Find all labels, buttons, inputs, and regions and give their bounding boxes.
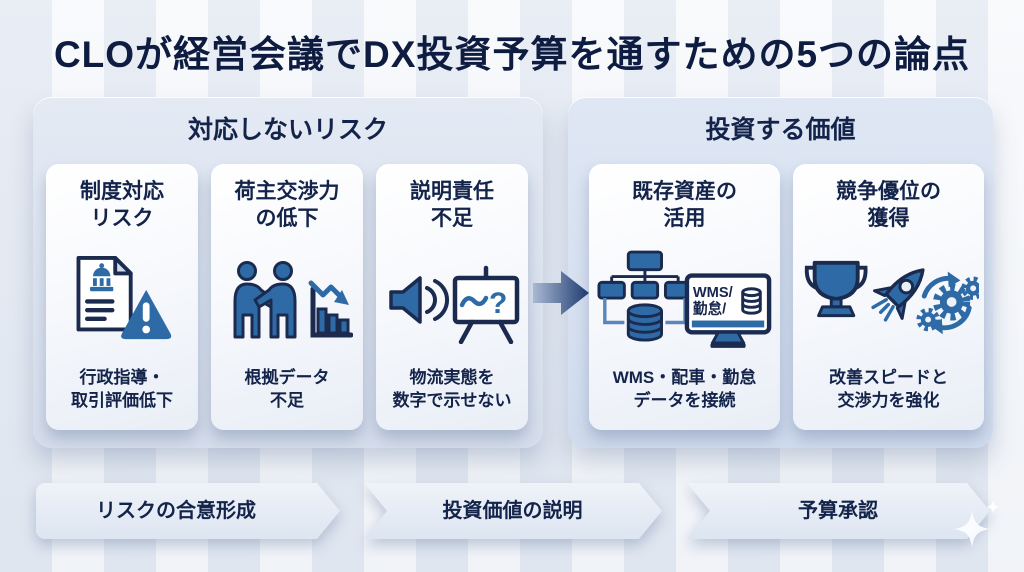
system-network-database-icon <box>596 250 692 342</box>
card-title: 競争優位の 獲得 <box>836 180 941 230</box>
trophy-icon <box>804 260 868 318</box>
declining-bar-chart-icon <box>308 280 353 338</box>
card-desc: 改善スピードと 交渉力を強化 <box>829 368 948 410</box>
flow-arrow-icon <box>531 267 591 324</box>
value-panel: 投資する価値 既存資産の 活用 <box>568 97 993 448</box>
svg-text:?: ? <box>489 287 507 320</box>
card-desc: WMS・配車・勤怠 データを接続 <box>612 368 757 410</box>
monitor-label: 勤怠/ <box>692 300 725 318</box>
card-title: 説明責任 不足 <box>410 180 494 230</box>
step-budget-approval: 予算承認 <box>687 483 990 539</box>
monitor-icon: WMS/ 勤怠/ <box>684 273 771 348</box>
rocket-icon <box>870 268 925 322</box>
card-competitive-advantage: 競争優位の 獲得 <box>793 164 984 430</box>
sparkle-icon <box>986 500 1000 519</box>
sparkle-icon <box>954 511 990 552</box>
card-title: 制度対応 リスク <box>80 180 164 230</box>
gears-cycle-icon <box>915 271 979 335</box>
gear-large <box>932 283 970 321</box>
gear-small-bottom <box>915 307 940 332</box>
card-desc: 根拠データ 不足 <box>244 368 330 410</box>
government-building-icon <box>90 263 114 292</box>
handshake-people-icon <box>233 260 297 339</box>
gear-small-top <box>960 276 979 300</box>
card-existing-assets: 既存資産の 活用 <box>589 164 780 430</box>
small-database-icon <box>740 287 762 315</box>
risk-panel: 対応しないリスク 制度対応 リスク <box>33 97 543 448</box>
government-document-warning-icon <box>51 233 193 367</box>
monitor-label: WMS/ <box>692 285 732 301</box>
process-steps: リスクの合意形成 > 投資価値の説明 > 予算承認 <box>0 483 1024 539</box>
step-risk-consensus: リスクの合意形成 <box>36 483 340 539</box>
card-negotiation-power: 荷主交渉力 の低下 <box>211 164 363 430</box>
risk-panel-header: 対応しないリスク <box>187 116 388 144</box>
card-title: 荷主交渉力 の低下 <box>234 180 340 230</box>
card-desc: 物流実態を 数字で示せない <box>392 368 512 410</box>
network-database-monitor-icon: WMS/ 勤怠/ <box>594 233 775 367</box>
page-title: CLOが経営会議でDX投資予算を通すための5つの論点 <box>53 34 971 75</box>
card-accountability: 説明責任 不足 ? <box>376 164 528 430</box>
card-desc: 行政指導・ 取引評価低下 <box>71 368 173 410</box>
card-title: 既存資産の 活用 <box>632 180 737 230</box>
value-panel-header: 投資する価値 <box>705 116 856 144</box>
card-regulatory-risk: 制度対応 リスク <box>46 164 198 430</box>
speaker-presentation-icon: ? <box>381 233 523 367</box>
speaker-icon <box>389 276 449 324</box>
step-investment-value: 投資価値の説明 <box>364 483 662 539</box>
warning-triangle-icon <box>121 290 172 340</box>
presentation-board-question-icon: ? <box>452 265 520 344</box>
trophy-rocket-gears-icon <box>798 233 979 367</box>
handshake-declining-chart-icon <box>216 233 358 367</box>
